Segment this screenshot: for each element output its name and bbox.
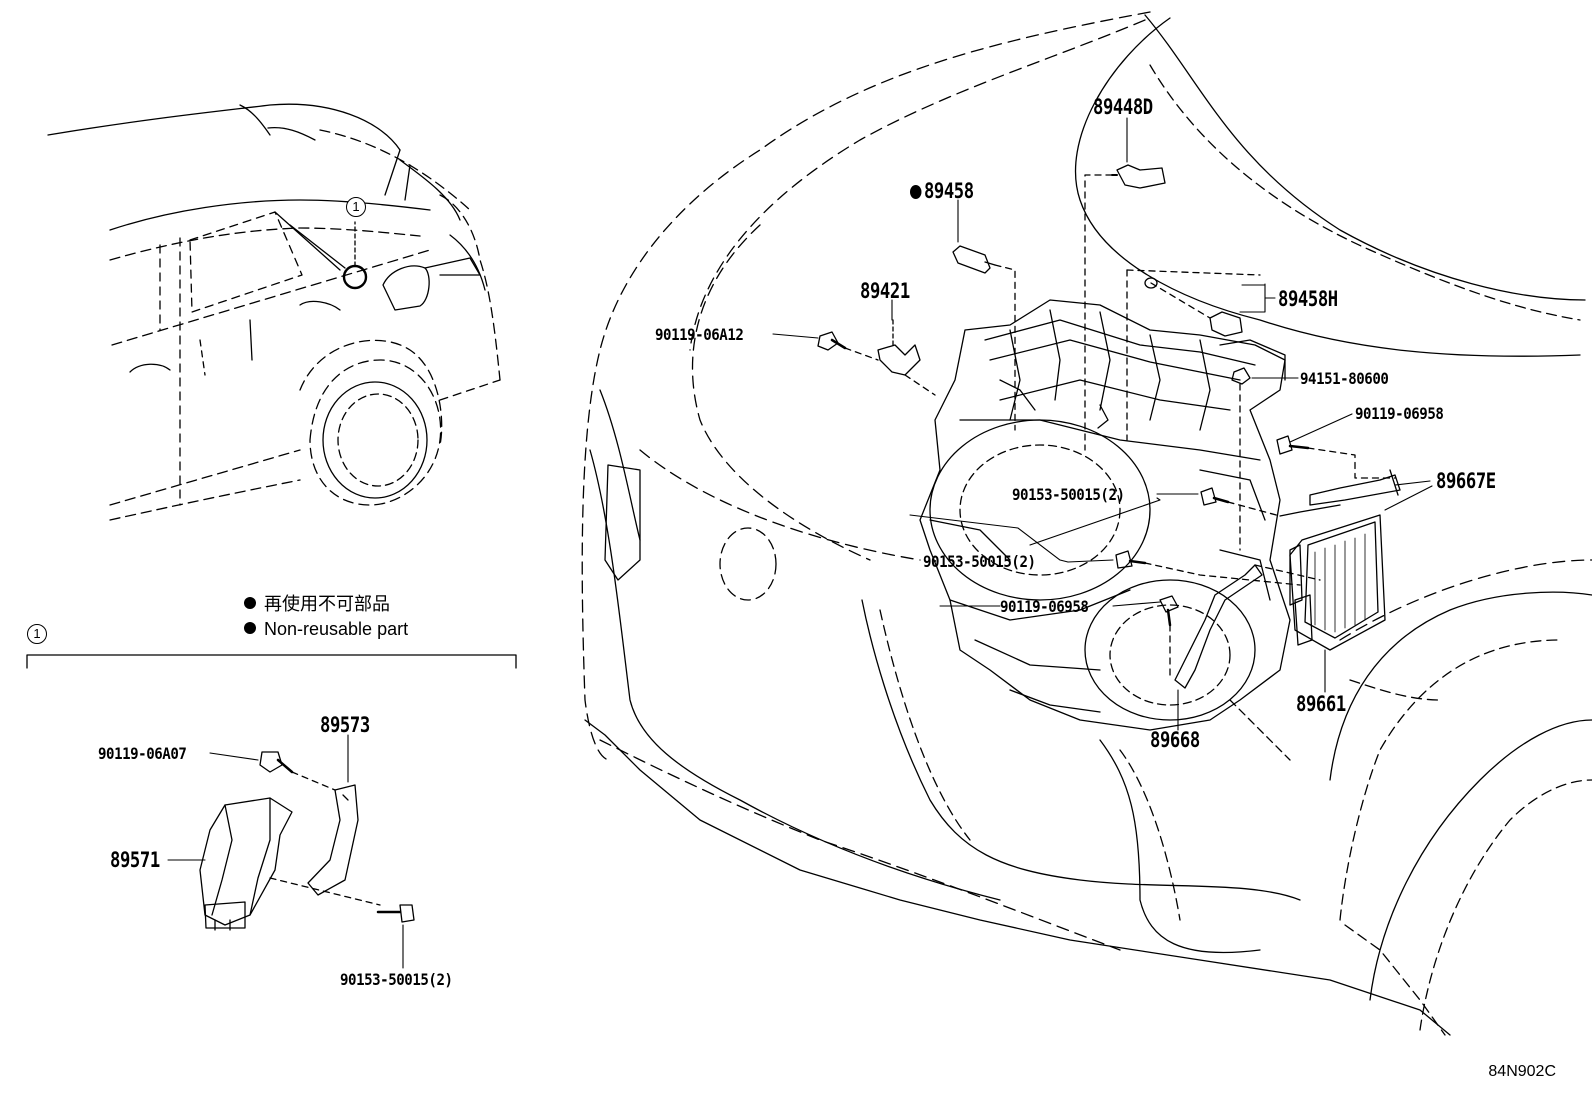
car-side-inset (47, 103, 501, 521)
part-label-90153-50015-inset: 90153-50015(2) (340, 970, 453, 989)
part-label-89448D: 89448D (1093, 95, 1153, 119)
engine-assembly (919, 299, 1291, 731)
part-label-89458H: 89458H (1278, 287, 1338, 311)
label-leaders (167, 117, 1433, 969)
filled-dot-icon (244, 622, 256, 634)
legend-non-reusable-en: Non-reusable part (244, 620, 408, 638)
main-parts (817, 164, 1401, 689)
part-label-89571: 89571 (110, 848, 160, 872)
legend-non-reusable-jp: 再使用不可部品 (244, 595, 390, 613)
legend-en-text: Non-reusable part (264, 619, 409, 639)
inset-bracket (26, 654, 517, 669)
non-reusable-dot-icon (910, 185, 922, 199)
part-label-89458-text: 89458 (923, 179, 974, 203)
callout-marker-inset: 1 (346, 197, 366, 217)
part-label-89667E: 89667E (1436, 469, 1496, 493)
part-label-90119-06A12: 90119-06A12 (655, 325, 744, 344)
part-label-90119-06A07: 90119-06A07 (98, 744, 187, 763)
drawing-code: 84N902C (1488, 1063, 1556, 1080)
part-label-89421: 89421 (860, 279, 910, 303)
part-label-90153-50015-middle: 90153-50015(2) (923, 552, 1036, 571)
part-label-94151-80600: 94151-80600 (1300, 369, 1389, 388)
leader-lines (844, 174, 1396, 681)
car-front-main (581, 11, 1592, 1036)
legend-jp-text: 再使用不可部品 (264, 594, 390, 614)
inset-parts (199, 751, 415, 931)
part-label-90153-50015-upper: 90153-50015(2) (1012, 485, 1125, 504)
part-label-89458: 89458 (910, 181, 974, 202)
part-label-89661: 89661 (1296, 692, 1346, 716)
part-label-89668: 89668 (1150, 728, 1200, 752)
part-label-90119-06958-lower: 90119-06958 (1000, 597, 1089, 616)
filled-dot-icon (244, 597, 256, 609)
callout-marker-bracket: 1 (27, 624, 47, 644)
part-label-90119-06958-upper: 90119-06958 (1355, 404, 1444, 423)
part-label-89573: 89573 (320, 713, 370, 737)
